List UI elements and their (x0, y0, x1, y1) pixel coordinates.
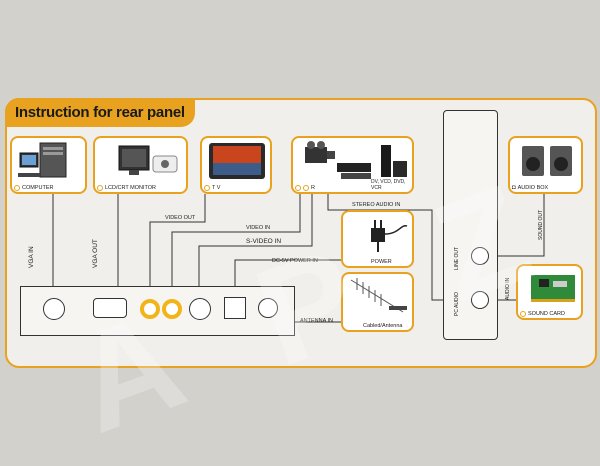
antenna-icon (350, 278, 407, 313)
audio-in-label: AUDIO IN (505, 277, 511, 300)
tv-icon (209, 143, 265, 179)
dvd-card: R DV, VCD, DVD, VCR (291, 136, 414, 194)
connector-icon (303, 185, 309, 191)
wire-dc-power (234, 259, 345, 296)
sound-out-label: SOUND OUT (538, 210, 544, 240)
vga-out-label: VGA OUT (92, 239, 99, 268)
av-devices-icon (305, 141, 407, 179)
power-label: POWER (371, 259, 392, 265)
pc-audio-label: PC AUDIO (454, 292, 460, 316)
speaker-icon (522, 146, 572, 176)
pc-audio-jack (471, 291, 489, 309)
antenna-card: Cabled/Antenna (341, 272, 414, 332)
video-in-label: VIDEO IN (246, 225, 271, 231)
monitor-label: LCD/CRT MONITOR (105, 185, 157, 191)
antenna-label: Cabled/Antenna (363, 323, 403, 329)
dc-power-in-port (224, 297, 246, 319)
vga-in-label: VGA IN (28, 246, 35, 268)
connector-icon (520, 311, 526, 317)
connector-icon (204, 185, 210, 191)
wire-video-in (171, 194, 301, 296)
tv-label: T V (212, 185, 221, 191)
connection-wires (52, 194, 545, 323)
power-plug-icon (371, 220, 408, 252)
antenna-in-port (258, 298, 278, 318)
audio-box-card: ◘AUDIO BOX (508, 136, 583, 194)
computer-icon (18, 142, 67, 178)
wire-s-video-in (198, 194, 313, 296)
video-out-port (140, 299, 160, 319)
sound-card-icon (531, 275, 575, 302)
line-out-label: LINE OUT (454, 246, 460, 270)
vga-in-port (43, 298, 65, 320)
s-video-in-port (189, 298, 211, 320)
wire-video-out (149, 194, 206, 296)
speaker-small-icon: ◘ (512, 185, 516, 191)
audio-box-label: AUDIO BOX (517, 185, 549, 191)
vga-out-port (93, 298, 127, 318)
diagram-title: Instruction for rear panel (5, 98, 195, 127)
power-card: POWER (341, 210, 414, 268)
connector-icon (14, 185, 20, 191)
dc-power-in-label: DC-5V POWER IN (272, 258, 318, 264)
video-in-port (162, 299, 182, 319)
s-video-in-label: S-VIDEO IN (246, 238, 282, 245)
wire-sound-out (489, 194, 545, 257)
dvd-label: DV, VCD, DVD, VCR (371, 179, 406, 191)
sound-card-card: SOUND CARD (516, 264, 583, 320)
video-out-label: VIDEO OUT (165, 215, 196, 221)
computer-card: COMPUTER (10, 136, 87, 194)
line-out-jack (471, 247, 489, 265)
stereo-audio-in-label: STEREO AUDIO IN (352, 202, 401, 208)
connector-icon (97, 185, 103, 191)
tv-card: T V (200, 136, 272, 194)
pc-panel (443, 110, 498, 340)
antenna-in-label: ANTENNA IN (300, 318, 334, 324)
monitor-icon (118, 145, 178, 175)
computer-label: COMPUTER (22, 185, 54, 191)
sound-card-label: SOUND CARD (528, 311, 565, 317)
monitor-card: LCD/CRT MONITOR (93, 136, 188, 194)
connector-icon (295, 185, 301, 191)
dvd-lr-label: R (311, 185, 315, 191)
